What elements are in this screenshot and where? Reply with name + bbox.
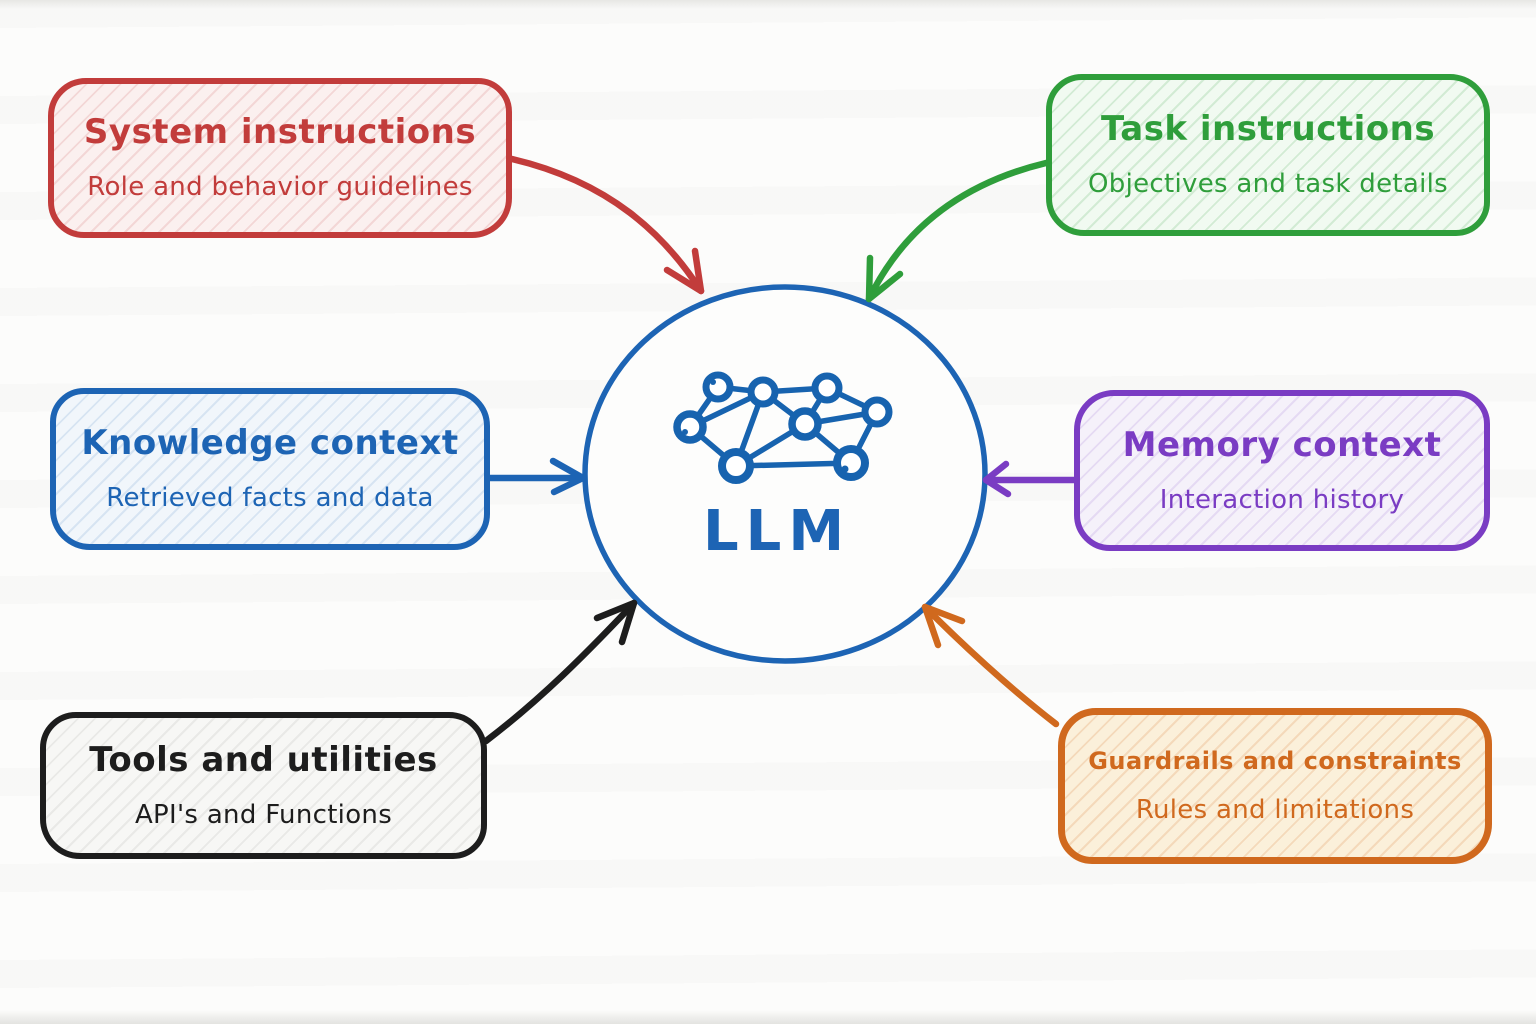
node-title: Guardrails and constraints: [1088, 746, 1462, 775]
node-title: Memory context: [1122, 424, 1442, 465]
node-subtitle: Interaction history: [1159, 484, 1405, 515]
node-guardrails-and-constraints: Guardrails and constraints Rules and lim…: [1058, 708, 1492, 864]
node-subtitle: API's and Functions: [134, 799, 393, 830]
node-subtitle: Objectives and task details: [1088, 169, 1448, 200]
node-knowledge-context: Knowledge context Retrieved facts and da…: [50, 388, 490, 550]
neural-network-icon: [673, 371, 893, 484]
arrow-system-instructions-to-llm: [508, 155, 705, 295]
arrow-memory-context-to-llm: [982, 460, 1078, 498]
node-title: Task instructions: [1100, 109, 1436, 149]
node-tools-and-utilities: Tools and utilities API's and Functions: [40, 712, 487, 859]
node-system-instructions: System instructions Role and behavior gu…: [48, 78, 512, 238]
llm-circle: [582, 284, 988, 664]
arrow-knowledge-context-to-llm: [484, 457, 587, 496]
arrow-tools-and-utilities-to-llm: [482, 599, 638, 745]
arrow-task-instructions-to-llm: [865, 159, 1050, 303]
node-subtitle: Rules and limitations: [1135, 794, 1415, 825]
node-title: Tools and utilities: [89, 739, 438, 780]
node-subtitle: Role and behavior guidelines: [87, 172, 473, 203]
node-memory-context: Memory context Interaction history: [1074, 390, 1490, 551]
node-subtitle: Retrieved facts and data: [106, 483, 434, 514]
node-task-instructions: Task instructions Objectives and task de…: [1046, 74, 1490, 236]
llm-label: LLM: [702, 498, 852, 564]
node-title: System instructions: [83, 112, 477, 152]
arrow-guardrails-and-constraints-to-llm: [921, 603, 1060, 728]
node-title: Knowledge context: [81, 423, 459, 463]
